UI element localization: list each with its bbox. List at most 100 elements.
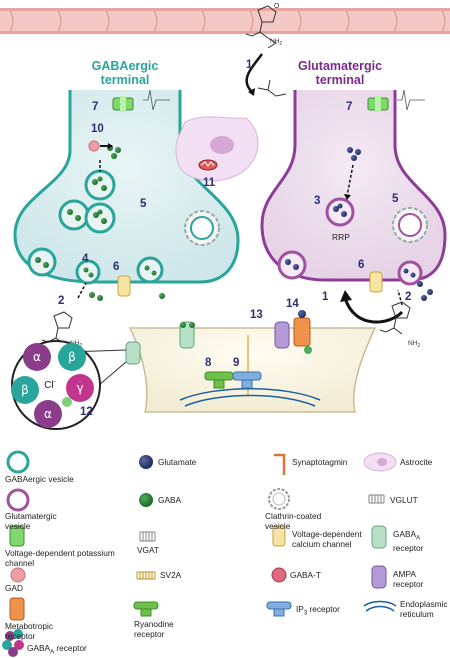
gad-arrow-head xyxy=(108,143,113,149)
marker-1-top: 1 xyxy=(246,59,253,71)
legend-gaba-icon xyxy=(139,493,153,507)
legend-glutamate-label: Glutamate xyxy=(158,457,197,467)
legend-k-channel-icon xyxy=(9,525,25,547)
legend-astrocyte-label: Astrocite xyxy=(400,457,433,467)
dashed-arrow-2-4 xyxy=(77,282,87,299)
legend-clathrin-icon xyxy=(268,488,290,510)
legend-synaptotagmin-label: Synaptotagmin xyxy=(292,457,348,467)
legend-er-icon xyxy=(363,600,397,612)
marker-9: 9 xyxy=(233,357,239,369)
legend-sv2a-icon xyxy=(136,571,156,580)
molecule-nh2-top: NH2 xyxy=(270,38,282,47)
legend-gabaa-icon xyxy=(371,525,387,549)
legend-gabaergic-vesicle-label: GABAergic vesicle xyxy=(5,474,74,484)
metabotropic-receptor-post xyxy=(293,310,312,354)
curved-arrow-right-head xyxy=(340,290,352,302)
levetiracetam-molecule-right xyxy=(379,301,411,335)
ip3-receptor-post xyxy=(232,371,262,389)
ampa-receptor-post xyxy=(274,321,290,349)
legend-metabotropic-label: Metabotropic receptor xyxy=(5,621,53,641)
marker-2-right: 2 xyxy=(405,291,411,303)
marker-14: 14 xyxy=(286,298,299,310)
legend-ryanodine-icon xyxy=(133,601,159,617)
levetiracetam-molecule-left xyxy=(41,311,73,345)
axon-fiber xyxy=(0,8,450,34)
legend-sv2a-label: SV2A xyxy=(160,570,182,580)
gabaa-receptor-post xyxy=(179,321,195,349)
marker-8: 8 xyxy=(205,357,212,369)
zoom-beta-1: β xyxy=(68,350,76,364)
marker-1-right: 1 xyxy=(322,291,329,303)
legend-clathrin-label: Clathrin-coated vesicle xyxy=(265,511,322,531)
legend-gad-label: GAD xyxy=(5,583,23,593)
ca-channel-right xyxy=(369,271,383,293)
gabaa-receptor-side xyxy=(125,341,141,365)
legend-gaba-t-icon xyxy=(271,567,287,583)
legend-vgat-label: VGAT xyxy=(137,545,159,555)
legend-metabotropic-icon xyxy=(9,597,25,621)
legend-astrocyte-icon xyxy=(363,452,397,472)
ca-channel-left xyxy=(117,275,131,297)
legend-ca-channel-icon xyxy=(272,525,286,547)
zoom-gamma: γ xyxy=(76,381,83,395)
legend-gad-icon xyxy=(10,567,26,583)
legend-gabaergic-vesicle-icon xyxy=(6,450,30,474)
levetiracetam-molecule-top xyxy=(245,5,277,49)
legend-vglut-label: VGLUT xyxy=(390,495,418,505)
levetiracetam-molecule-mid xyxy=(257,79,287,97)
molecule-o-top: O xyxy=(274,3,280,10)
legend-ip3-icon xyxy=(266,601,292,617)
legend-synaptotagmin-icon xyxy=(274,453,286,475)
marker-7-left: 7 xyxy=(92,101,98,113)
marker-5-right: 5 xyxy=(392,193,399,205)
molecule-nh2-right: NH2 xyxy=(408,340,420,349)
curved-arrow-right xyxy=(343,297,404,324)
legend-ryanodine-label: Ryanodine receptor xyxy=(134,619,174,639)
endoplasmic-reticulum-post xyxy=(179,388,321,407)
legend-ca-channel-label: Voltage-dependent calcium channel xyxy=(292,529,362,549)
zoom-chloride: Cl- xyxy=(44,379,56,391)
clathrin-vesicle-left xyxy=(184,210,220,246)
legend-glutamatergic-vesicle-label: Glutamatergic vesicle xyxy=(5,511,57,531)
glutamate-molecules xyxy=(285,147,433,301)
glutamatergic-title-line2: terminal xyxy=(316,73,365,87)
marker-11: 11 xyxy=(203,177,216,189)
zoom-alpha-2: α xyxy=(44,407,52,421)
gad-enzyme xyxy=(88,140,100,152)
legend-gabaa-receptor-bottom-icon xyxy=(2,629,24,657)
marker-5-left: 5 xyxy=(140,198,147,210)
glutamatergic-vesicles xyxy=(277,197,423,286)
legend-vglut-icon xyxy=(368,494,385,504)
postsynaptic-neuron xyxy=(128,327,377,413)
astrocyte xyxy=(175,116,259,182)
marker-6-left: 6 xyxy=(113,261,119,273)
legend-gaba-t-label: GABA-T xyxy=(290,570,321,580)
rrp-dashed-arrow xyxy=(346,164,354,197)
marker-7-right: 7 xyxy=(346,101,352,113)
legend-glutamate-icon xyxy=(139,455,153,469)
zoom-beta-2: β xyxy=(21,383,29,397)
marker-10: 10 xyxy=(91,123,104,135)
glutamatergic-title-line1: Glutamatergic xyxy=(298,59,382,73)
rrp-label: RRP xyxy=(332,232,350,242)
legend-gaba-label: GABA xyxy=(158,495,182,505)
marker-2-left: 2 xyxy=(58,295,64,307)
legend-glutamatergic-vesicle-icon xyxy=(6,488,30,512)
clathrin-vesicle-right xyxy=(392,207,428,243)
marker-6-right: 6 xyxy=(358,259,364,271)
marker-13: 13 xyxy=(250,309,263,321)
action-potential-left xyxy=(143,89,170,111)
gabaergic-title-line1: GABAergic xyxy=(92,59,159,73)
zoom-alpha-1: α xyxy=(33,350,41,364)
legend-ip3-label: IP3 receptor xyxy=(296,604,340,617)
marker-4: 4 xyxy=(82,253,89,265)
action-potential-right xyxy=(397,89,425,111)
k-channel-right xyxy=(367,96,389,112)
gabaergic-title-line2: terminal xyxy=(101,73,150,87)
gaba-molecules-left xyxy=(35,145,165,301)
rrp-arrow-head xyxy=(344,194,351,200)
